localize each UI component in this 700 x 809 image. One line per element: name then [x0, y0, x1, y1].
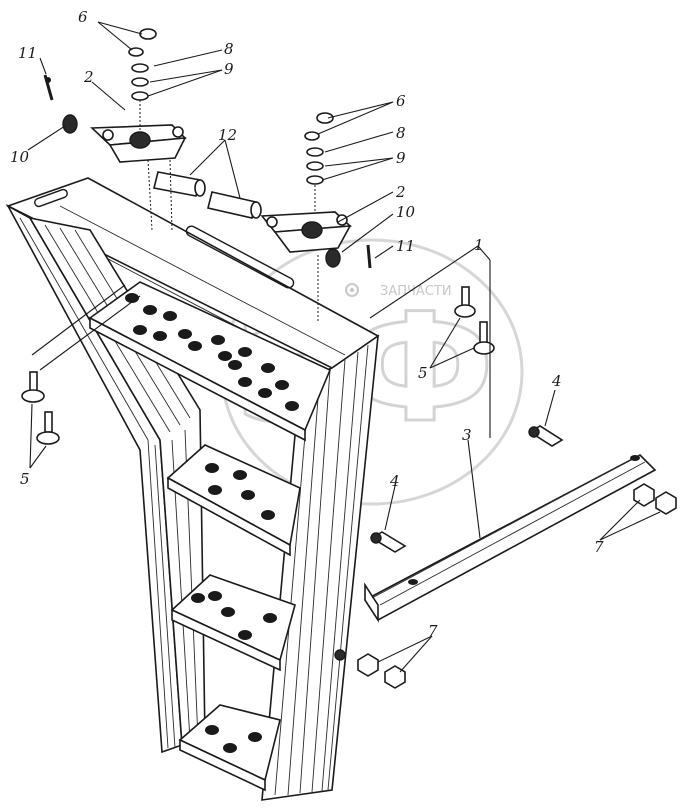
pin-1 — [153, 171, 206, 197]
leader-lines — [27, 21, 661, 673]
nuts-upper — [633, 483, 677, 515]
support-bar — [363, 454, 657, 623]
cotter-pin-left — [43, 74, 54, 101]
callout-8-top-left: 8 — [224, 40, 234, 58]
bracket-left — [90, 124, 187, 163]
step-holes — [125, 293, 299, 753]
callout-7-right: 7 — [594, 538, 604, 556]
callout-9-top-left: 9 — [224, 60, 234, 78]
callout-6-top-left: 6 — [78, 8, 88, 26]
right-rail-hatch — [274, 344, 369, 796]
bolt-4-right — [528, 425, 564, 447]
callout-7-lower: 7 — [428, 622, 438, 640]
washer-left — [62, 114, 78, 134]
callout-5-right: 5 — [418, 364, 428, 382]
support-bar-hole-2 — [408, 579, 418, 585]
top-plate-slot-small — [34, 188, 68, 208]
callout-8-top-right: 8 — [396, 124, 406, 142]
callout-1: 1 — [474, 236, 484, 254]
step-4 — [178, 704, 281, 792]
ladder-frame — [5, 177, 380, 801]
watermark-site-text: ЗАПЧАСТИ — [380, 284, 452, 299]
callout-12: 12 — [218, 126, 237, 144]
callout-10-left: 10 — [10, 148, 30, 166]
bolt-left-1 — [21, 371, 45, 403]
callout-9-top-right: 9 — [396, 149, 406, 167]
cotter-pin-right — [366, 244, 372, 269]
callout-10-right: 10 — [396, 203, 416, 221]
callout-4-right: 4 — [551, 372, 562, 390]
callout-5-left: 5 — [20, 470, 30, 488]
callout-6-top-right: 6 — [396, 92, 406, 110]
bolt-right-1 — [454, 286, 476, 318]
bolt-4-middle — [370, 531, 407, 553]
callout-4-middle: 4 — [389, 472, 400, 490]
top-plate-slot — [185, 225, 295, 289]
support-bar-hole — [630, 455, 640, 461]
nuts-lower — [334, 649, 406, 689]
callout-2-left: 2 — [83, 68, 94, 86]
bolt-left-2 — [36, 411, 60, 445]
callout-2-right: 2 — [395, 183, 406, 201]
fastener-stack-right — [304, 112, 334, 322]
bracket-right — [260, 211, 352, 253]
pin-2 — [207, 191, 262, 219]
callout-11-right: 11 — [396, 237, 415, 255]
callout-11-left: 11 — [18, 44, 37, 62]
callout-3: 3 — [462, 426, 472, 444]
support-bar-end — [364, 582, 379, 623]
support-bar-hatch — [371, 454, 646, 606]
step-2 — [166, 444, 301, 557]
washer-right — [325, 248, 341, 268]
left-side-hatch — [19, 217, 176, 749]
callout-labels: 6 8 9 11 2 10 12 6 8 9 2 10 11 1 5 4 3 5… — [10, 8, 604, 640]
watermark-gear-icon — [345, 283, 359, 297]
